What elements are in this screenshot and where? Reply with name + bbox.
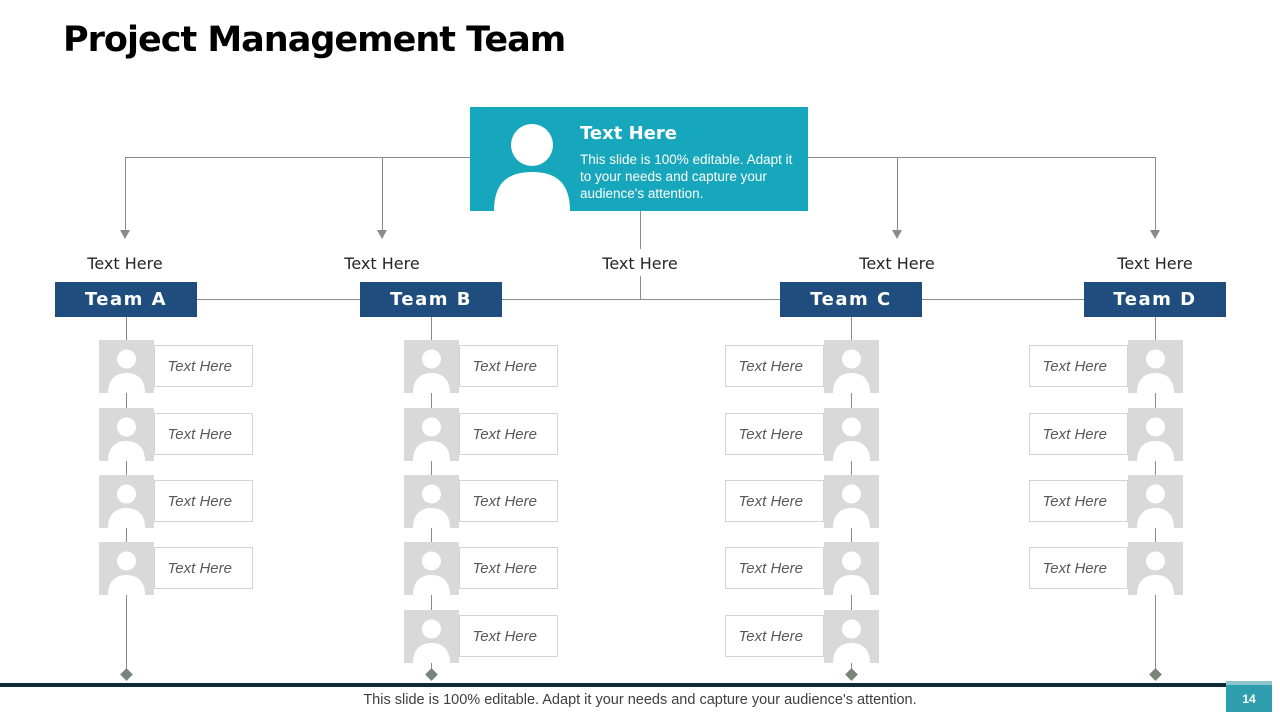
diamond-terminator-icon (119, 668, 133, 681)
member-name-box: Text Here (153, 547, 253, 589)
member-avatar-icon (403, 475, 459, 528)
member-name-box: Text Here (458, 413, 558, 455)
branch-connector-line (125, 157, 126, 230)
branch-connector-line (897, 157, 898, 230)
member-avatar-icon (98, 475, 154, 528)
member-name-box: Text Here (1028, 547, 1128, 589)
arrow-down-icon (892, 230, 902, 239)
diamond-terminator-icon (844, 668, 858, 681)
member-avatar-icon (403, 408, 459, 461)
diamond-terminator-icon (424, 668, 438, 681)
member-avatar-icon (403, 340, 459, 393)
member-avatar-icon (823, 542, 879, 595)
center-connector-stub-bottom (640, 276, 641, 300)
person-silhouette-icon (488, 115, 576, 211)
member-name-box: Text Here (458, 547, 558, 589)
arrow-down-icon (120, 230, 130, 239)
arrow-down-icon (377, 230, 387, 239)
member-avatar-icon (1127, 542, 1183, 595)
member-avatar-icon (823, 408, 879, 461)
header-card-body: This slide is 100% editable. Adapt it to… (580, 152, 793, 201)
member-name-box: Text Here (458, 480, 558, 522)
member-avatar-icon (98, 408, 154, 461)
branch-label: Text Here (602, 254, 678, 273)
header-card: Text Here This slide is 100% editable. A… (470, 107, 808, 211)
member-avatar-icon (1127, 340, 1183, 393)
footer-divider-bar (0, 683, 1226, 687)
branch-label: Text Here (344, 254, 420, 273)
member-avatar-icon (1127, 475, 1183, 528)
center-connector-stub-top (640, 211, 641, 249)
branch-label: Text Here (87, 254, 163, 273)
member-avatar-icon (1127, 408, 1183, 461)
member-name-box: Text Here (1028, 345, 1128, 387)
member-name-box: Text Here (1028, 480, 1128, 522)
branch-label: Text Here (859, 254, 935, 273)
member-name-box: Text Here (724, 413, 824, 455)
member-avatar-icon (98, 340, 154, 393)
member-name-box: Text Here (724, 547, 824, 589)
team-header-box: Team D (1084, 282, 1226, 317)
diamond-terminator-icon (1148, 668, 1162, 681)
member-name-box: Text Here (153, 345, 253, 387)
header-card-title: Text Here (580, 123, 677, 144)
page-number-badge: 14 (1226, 681, 1272, 712)
member-avatar-icon (823, 340, 879, 393)
member-avatar-icon (98, 542, 154, 595)
member-name-box: Text Here (458, 615, 558, 657)
team-header-box: Team B (360, 282, 502, 317)
member-avatar-icon (823, 475, 879, 528)
member-name-box: Text Here (724, 615, 824, 657)
member-name-box: Text Here (153, 413, 253, 455)
team-row-connector-line (126, 299, 1156, 300)
branch-connector-line (1155, 157, 1156, 230)
page-title: Project Management Team (63, 20, 566, 60)
branch-connector-line (382, 157, 383, 230)
member-name-box: Text Here (458, 345, 558, 387)
member-avatar-icon (403, 610, 459, 663)
arrow-down-icon (1150, 230, 1160, 239)
member-name-box: Text Here (724, 480, 824, 522)
member-avatar-icon (823, 610, 879, 663)
footer-text: This slide is 100% editable. Adapt it yo… (363, 692, 917, 708)
team-header-box: Team C (780, 282, 922, 317)
team-header-box: Team A (55, 282, 197, 317)
branch-label: Text Here (1117, 254, 1193, 273)
member-name-box: Text Here (724, 345, 824, 387)
member-avatar-icon (403, 542, 459, 595)
member-name-box: Text Here (1028, 413, 1128, 455)
member-name-box: Text Here (153, 480, 253, 522)
